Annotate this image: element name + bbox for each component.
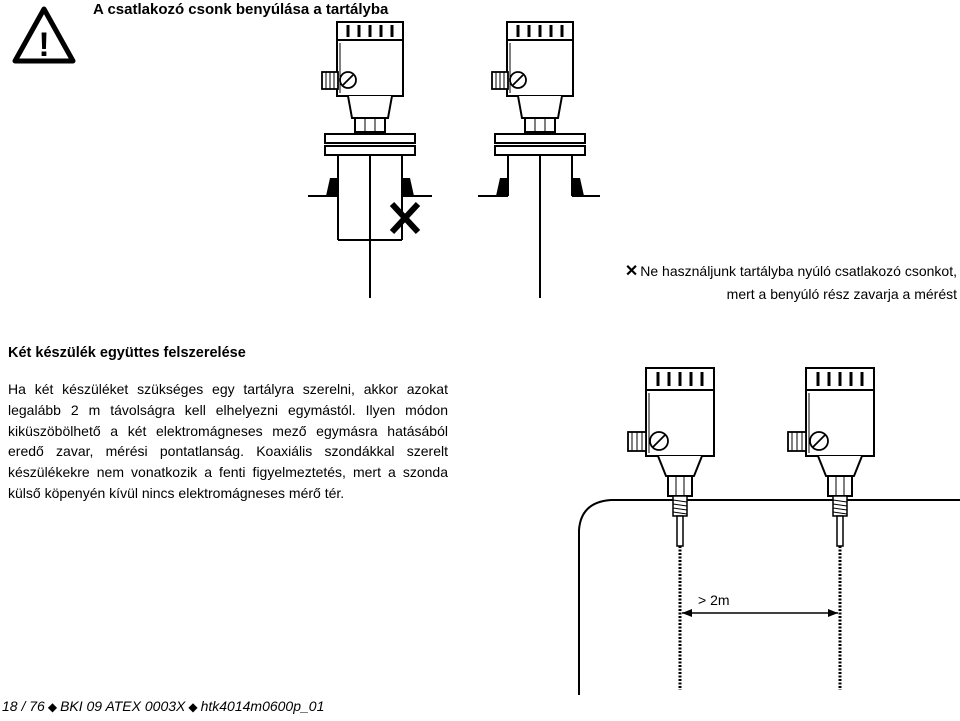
cross-icon: ✕	[624, 263, 639, 280]
diamond-icon: ◆	[47, 700, 58, 714]
cross-icon	[389, 201, 421, 235]
section-title-nozzle: A csatlakozó csonk benyúlása a tartályba	[93, 1, 389, 18]
distance-label: > 2m	[698, 592, 730, 608]
document-id: BKI 09 ATEX 0003X	[60, 698, 186, 714]
warning-triangle-icon: !	[12, 6, 76, 64]
page-footer: 18 / 76◆BKI 09 ATEX 0003X◆htk4014m0600p_…	[2, 698, 324, 714]
note-line-2: mert a benyúló rész zavarja a mérést	[726, 286, 957, 302]
paragraph-1: Ha két készüléket szükséges egy tartályr…	[8, 381, 448, 460]
section-text: Ha két készüléket szükséges egy tartályr…	[8, 379, 448, 504]
paragraph-2: Koaxiális szondákkal szerelt készülékekr…	[8, 443, 449, 501]
diamond-icon: ◆	[188, 700, 198, 714]
warning-symbol: !	[38, 26, 49, 64]
nozzle-note: ✕Ne használjunk tartályba nyúló csatlako…	[612, 260, 957, 305]
two-devices-figure: > 2m	[578, 366, 960, 695]
nozzle-figure	[308, 20, 600, 298]
note-line-1: Ne használjunk tartályba nyúló csatlakoz…	[640, 263, 957, 279]
file-code: htk4014m0600p_01	[200, 698, 325, 714]
page-number: 18 / 76	[2, 698, 45, 714]
section-heading-two-devices: Két készülék együttes felszerelése	[8, 345, 246, 361]
